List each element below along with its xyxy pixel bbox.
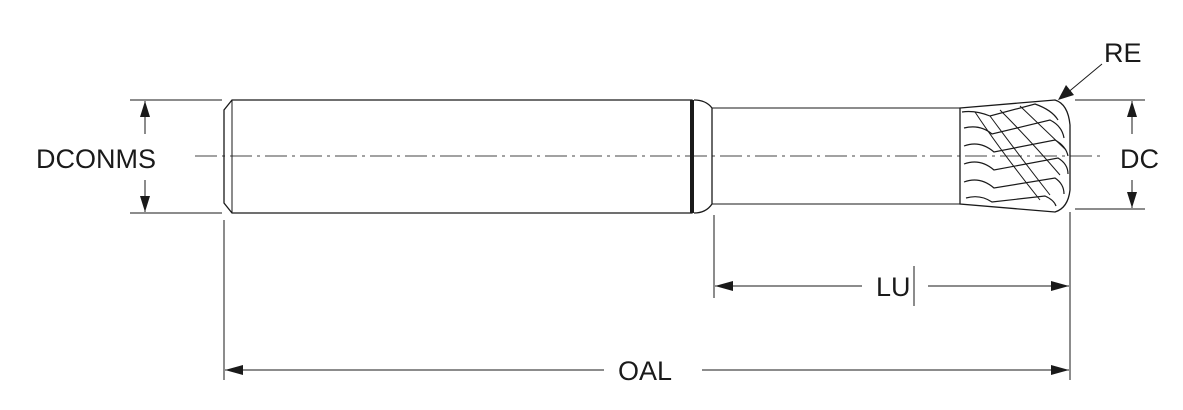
dconms-arrow-top	[140, 101, 150, 117]
oal-dimension	[225, 365, 1069, 375]
re-label: RE	[1104, 38, 1142, 68]
oal-arrow-right	[1051, 365, 1069, 375]
dc-dimension	[1075, 99, 1145, 210]
dconms-arrow-bottom	[140, 196, 150, 212]
lu-arrow-left	[715, 281, 733, 291]
re-arrow	[1058, 85, 1074, 100]
neck	[693, 99, 960, 214]
oal-label: OAL	[618, 356, 672, 386]
dc-arrow-top	[1127, 101, 1137, 117]
dconms-label: DCONMS	[36, 144, 156, 174]
oal-arrow-left	[225, 365, 243, 375]
dc-arrow-bottom	[1127, 192, 1137, 208]
lu-dimension	[715, 266, 1069, 306]
cutting-head	[959, 99, 1071, 213]
re-leader	[1058, 63, 1103, 100]
lu-label: LU	[876, 272, 911, 302]
lu-arrow-right	[1051, 281, 1069, 291]
dconms-dimension	[130, 99, 222, 214]
shank	[223, 99, 694, 214]
dc-label: DC	[1120, 144, 1159, 174]
